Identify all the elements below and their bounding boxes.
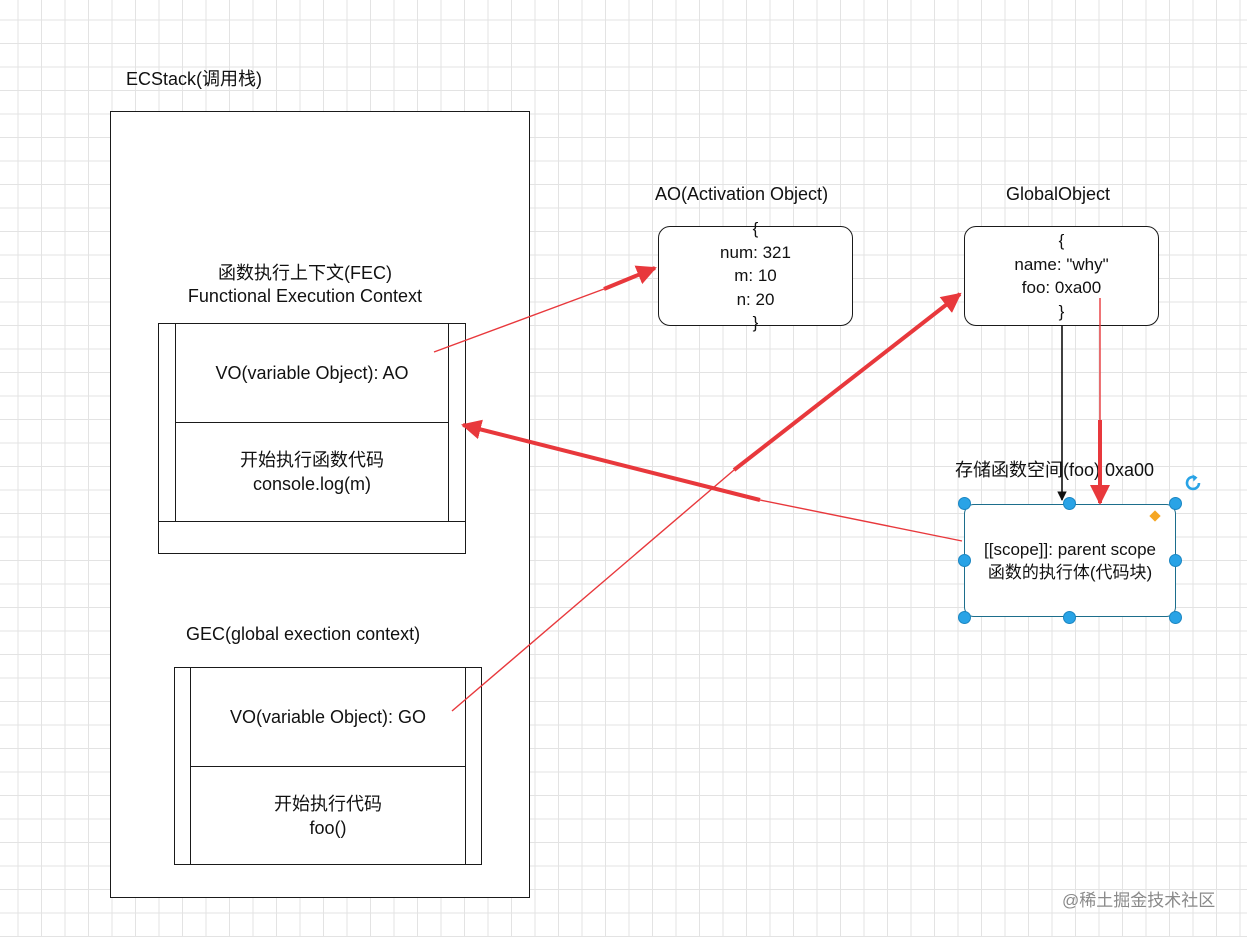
go-line: name: "why"	[1014, 254, 1109, 274]
fec-code-cell: 开始执行函数代码 console.log(m)	[175, 423, 449, 521]
resize-handle-bottom-middle[interactable]	[1063, 611, 1076, 624]
go-title: GlobalObject	[1006, 184, 1111, 204]
func-storage-title: 存储函数空间(foo) 0xa00	[955, 460, 1155, 480]
arrow-scope-to-fec	[461, 419, 963, 542]
fec-divider	[175, 422, 449, 423]
resize-handle-bottom-right[interactable]	[1169, 611, 1182, 624]
resize-handle-top-right[interactable]	[1169, 497, 1182, 510]
fec-code-line1: 开始执行函数代码	[240, 450, 384, 470]
go-line: {	[1058, 231, 1065, 250]
func-storage-box[interactable]: [[scope]]: parent scope 函数的执行体(代码块)	[964, 504, 1176, 617]
fec-vo-text: VO(variable Object): AO	[215, 363, 409, 383]
gec-code-cell: 开始执行代码 foo()	[190, 767, 466, 864]
ecstack-title: ECStack(调用栈)	[126, 69, 263, 89]
resize-handle-middle-right[interactable]	[1169, 554, 1182, 567]
fec-block[interactable]: VO(variable Object): AO 开始执行函数代码 console…	[158, 323, 466, 522]
gec-vo-text: VO(variable Object): GO	[229, 707, 427, 727]
resize-handle-middle-left[interactable]	[958, 554, 971, 567]
ao-line: n: 20	[736, 289, 775, 309]
fec-code-line2: console.log(m)	[252, 474, 372, 494]
rotate-icon[interactable]	[1182, 472, 1204, 494]
resize-handle-top-left[interactable]	[958, 497, 971, 510]
gec-vo-cell: VO(variable Object): GO	[190, 668, 466, 766]
gec-title: GEC(global exection context)	[186, 624, 421, 644]
go-box[interactable]: { name: "why" foo: 0xa00 }	[964, 226, 1159, 326]
ao-box[interactable]: { num: 321 m: 10 n: 20 }	[658, 219, 853, 332]
func-storage-line2: 函数的执行体(代码块)	[987, 562, 1153, 582]
gec-code-line2: foo()	[309, 817, 347, 838]
gec-block[interactable]: VO(variable Object): GO 开始执行代码 foo()	[174, 667, 482, 865]
fec-title-cn: 函数执行上下文(FEC)	[218, 263, 392, 283]
fec-title-en: Functional Execution Context	[187, 286, 423, 306]
watermark: @稀土掘金技术社区	[1062, 891, 1216, 910]
gec-divider	[190, 766, 466, 767]
resize-handle-top-middle[interactable]	[1063, 497, 1076, 510]
ao-line: m: 10	[734, 266, 777, 286]
go-line: }	[1058, 301, 1065, 321]
ao-line: num: 321	[720, 242, 791, 262]
go-line: foo: 0xa00	[1021, 278, 1102, 297]
ao-line: {	[752, 219, 759, 239]
ao-line: }	[752, 313, 759, 333]
resize-handle-bottom-left[interactable]	[958, 611, 971, 624]
ao-title: AO(Activation Object)	[655, 184, 829, 204]
func-storage-line1: [[scope]]: parent scope	[984, 539, 1156, 559]
gec-code-line1: 开始执行代码	[274, 793, 382, 814]
fec-vo-cell: VO(variable Object): AO	[175, 324, 449, 422]
